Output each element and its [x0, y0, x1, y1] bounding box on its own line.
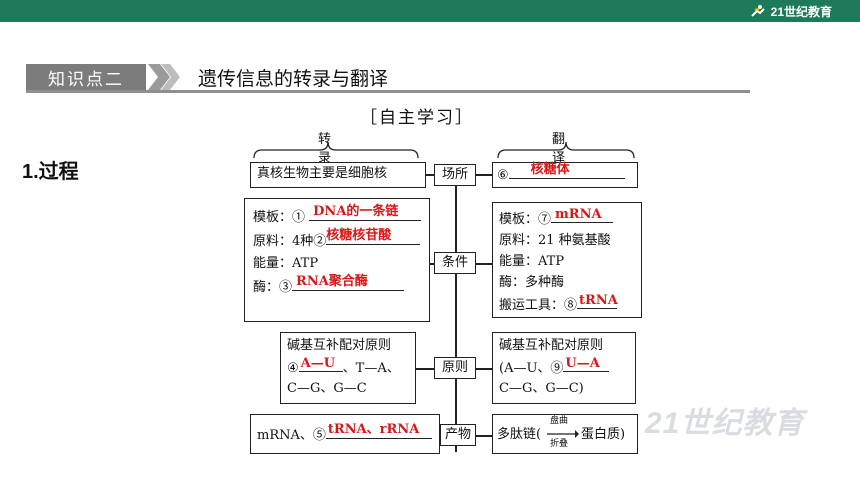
blank-number-4: ④: [287, 361, 299, 376]
answer-4: A—U: [300, 356, 336, 371]
connector-place-left: [426, 174, 434, 176]
answer-2: 核糖核苷酸: [326, 228, 392, 243]
transcription-template-line: 模板：① DNA的一条链: [253, 204, 429, 229]
connector-principle-right: [476, 368, 492, 370]
answer-3: RNA聚合酶: [296, 274, 368, 289]
section-tag: 知识点二: [26, 64, 146, 90]
transcription-principle-line3: C—G、G—C: [287, 381, 367, 396]
place-label-box: 场所: [434, 164, 476, 186]
translation-enzyme-line: 酶：多种酶: [499, 275, 565, 290]
principle-rest: 、T—A、: [342, 361, 400, 376]
conditions-label-box: 条件: [434, 252, 476, 274]
principle-prefix: (A—U、⑨: [499, 361, 564, 376]
column-braces: [253, 141, 635, 159]
translation-place-line: ⑥ 核糖体: [497, 162, 637, 187]
watermark-text: 21世纪教育: [645, 407, 805, 440]
product-prefix-r: 多肽链(: [497, 427, 542, 442]
transcription-energy-line: 能量：ATP: [253, 256, 319, 271]
fold-label: 折叠: [550, 439, 569, 449]
logo-text: 21世纪教育: [770, 4, 832, 19]
blank-number-6: ⑥: [497, 168, 509, 183]
transcription-place-text: 真核生物主要是细胞核: [257, 166, 388, 181]
material-label: 原料：4种②: [253, 234, 327, 249]
section-header: 知识点二 遗传信息的转录与翻译: [26, 64, 388, 90]
answer-7: mRNA: [555, 207, 602, 222]
product-label-box: 产物: [440, 424, 476, 446]
translation-principle-title: 碱基互补配对原则: [499, 338, 604, 353]
translation-energy-line: 能量：ATP: [499, 254, 565, 269]
connector-principle-left: [416, 368, 434, 370]
template-label: 模板：①: [253, 210, 306, 225]
runner-icon: [750, 5, 765, 17]
center-spine: [455, 174, 457, 452]
product-prefix: mRNA、⑤: [257, 428, 326, 443]
principle-label-box: 原则: [434, 357, 476, 379]
top-bar: 21世纪教育: [0, 0, 860, 22]
connector-conditions-left: [430, 263, 434, 265]
translation-principle-line3: C—G、G—C): [499, 381, 584, 396]
translation-product-box: 多肽链( 盘曲 折叠 蛋白质): [492, 414, 638, 454]
answer-1: DNA的一条链: [313, 204, 399, 219]
template-label-r: 模板：⑦: [499, 212, 552, 227]
connector-place-right: [476, 174, 492, 176]
section-title: 遗传信息的转录与翻译: [198, 67, 389, 90]
double-chevron-icon: [148, 64, 180, 90]
transcription-label: 转录: [318, 132, 332, 166]
answer-5: tRNA、rRNA: [327, 422, 420, 437]
answer-9: U—A: [565, 356, 600, 371]
product-suffix: 蛋白质): [581, 427, 626, 442]
section-divider: [26, 90, 750, 93]
answer-8: tRNA: [579, 293, 618, 308]
brand-logo: 21世纪教育: [749, 2, 832, 20]
process-label: 1.过程: [22, 161, 79, 183]
translation-place-box: ⑥ 核糖体: [492, 162, 638, 188]
translation-material-line: 原料：21 种氨基酸: [499, 233, 611, 248]
self-study-title: ［自主学习］: [360, 108, 474, 128]
carrier-label: 搬运工具：⑧: [499, 298, 578, 313]
connector-product-right: [476, 435, 492, 437]
answer-6: 核糖体: [530, 162, 570, 177]
connector-conditions-right: [476, 263, 492, 265]
enzyme-label: 酶：③: [253, 280, 293, 295]
coil-label: 盘曲: [550, 416, 569, 426]
transcription-principle-title: 碱基互补配对原则: [287, 338, 392, 353]
right-arrow-icon: [547, 430, 579, 438]
transcription-place-box: 真核生物主要是细胞核: [250, 162, 426, 188]
